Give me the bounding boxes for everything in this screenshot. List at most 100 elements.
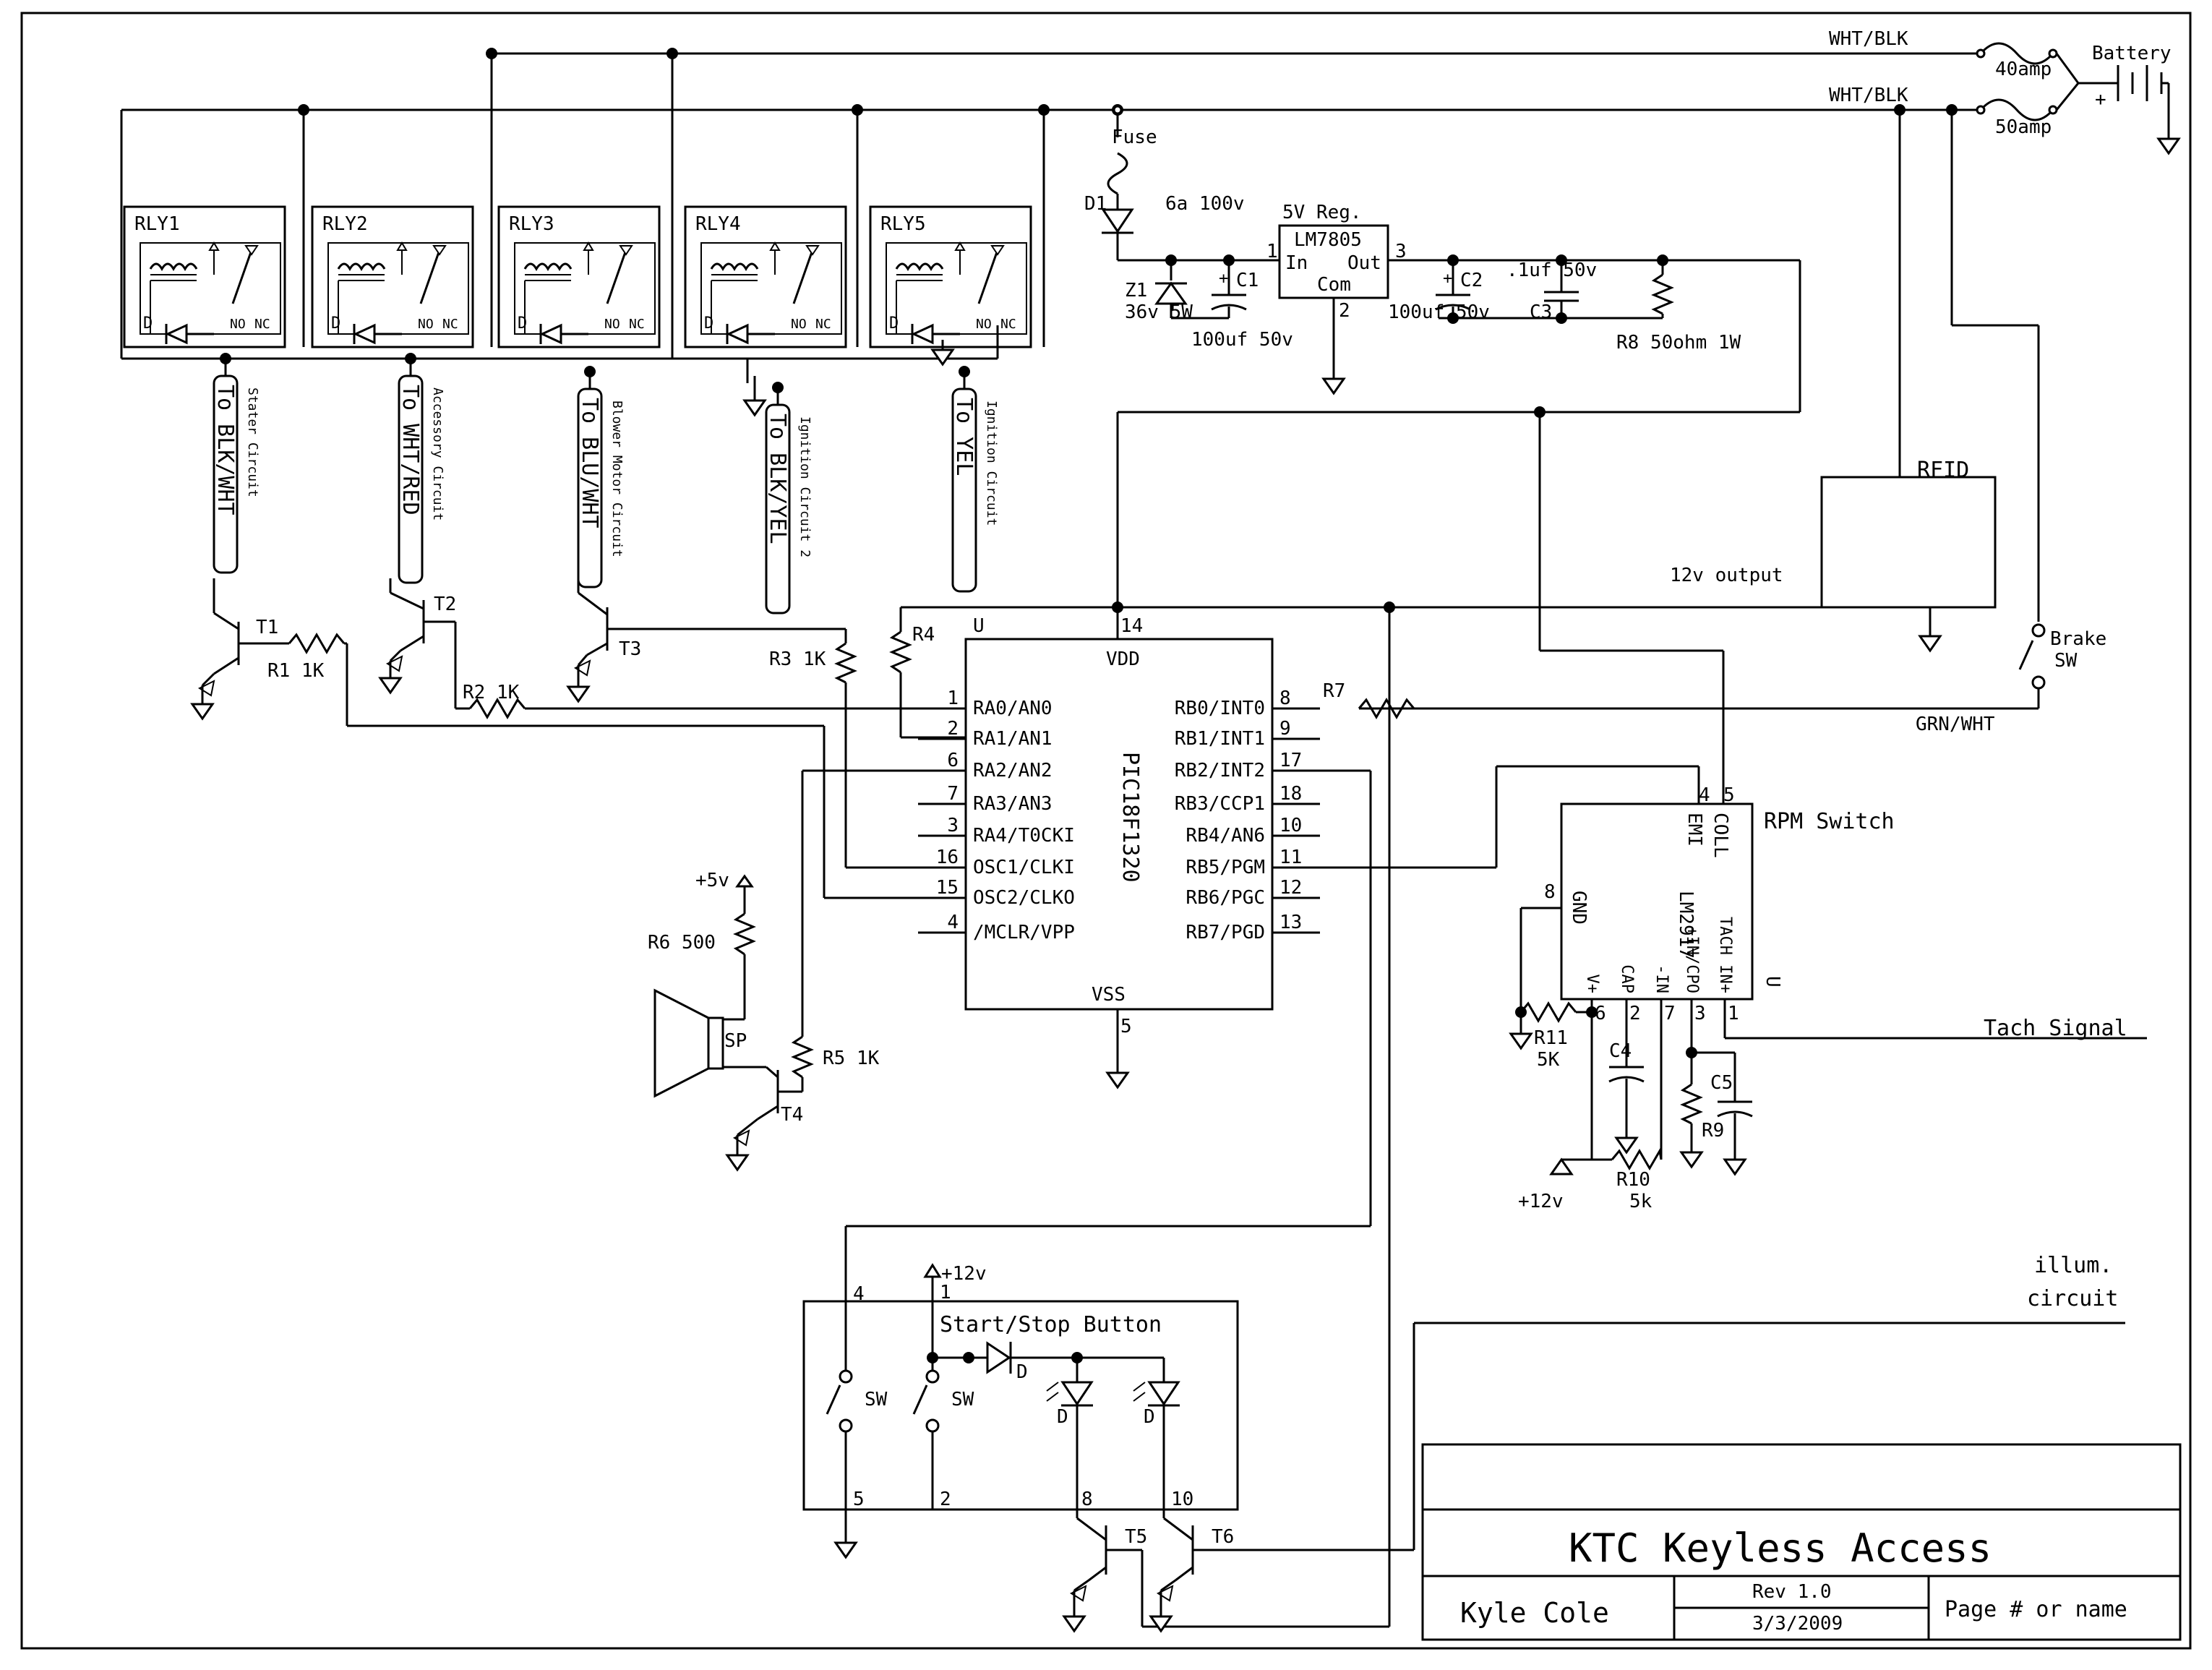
mcu-pin-name: RA1/AN1	[973, 728, 1053, 750]
reg-in: In	[1285, 252, 1308, 274]
mcu-pin-number: 3	[947, 815, 959, 836]
relay-no-label: NO	[604, 317, 620, 332]
mcu-pin-name: RA3/AN3	[973, 793, 1053, 815]
relay-circuit-label: Accessory Circuit	[430, 387, 445, 521]
r2-label: R2 1K	[463, 682, 520, 703]
r10-label: R10	[1616, 1169, 1650, 1191]
z1-value: 36v 5W	[1125, 301, 1193, 323]
rpm-pin-number: 2	[1629, 1003, 1641, 1024]
mcu-pin-number: 9	[1279, 718, 1291, 740]
mcu-pin-name: /MCLR/VPP	[973, 922, 1075, 943]
r11-value: 5K	[1537, 1049, 1560, 1071]
fuse-label: Fuse	[1112, 127, 1157, 148]
c1-plus: +	[1219, 270, 1228, 288]
mcu-pin-name: RB0/INT0	[1175, 698, 1265, 719]
rfid-output: 12v output	[1670, 565, 1783, 586]
date-text: 3/3/2009	[1752, 1613, 1843, 1635]
illum-line1: illum.	[2034, 1253, 2112, 1278]
rpm-pin8: 8	[1544, 881, 1556, 903]
mcu-pin-name: OSC1/CLKI	[973, 857, 1075, 878]
t6-label: T6	[1212, 1526, 1234, 1548]
rpm-pin-bottom: V+6	[1583, 975, 1606, 1025]
mcu-vdd-pin: 14	[1120, 615, 1143, 637]
relay-no-label: NO	[230, 317, 246, 332]
r3-label: R3 1K	[769, 648, 826, 670]
rpm-pin-number: 1	[1728, 1003, 1739, 1024]
mcu-pin-number: 4	[947, 912, 959, 933]
relay-d-label: D	[143, 314, 153, 333]
relay-label: RLY3	[509, 213, 554, 235]
relay-nc-label: NC	[815, 317, 831, 332]
relay-nc-label: NC	[1000, 317, 1016, 332]
button-d3: D	[1144, 1406, 1155, 1428]
brake-label: Brake	[2050, 628, 2106, 650]
relay-label: RLY2	[322, 213, 368, 235]
t5-label: T5	[1125, 1526, 1147, 1548]
fuse-40-label: 40amp	[1995, 59, 2052, 80]
c3-value: .1uf 50v	[1506, 260, 1597, 281]
relay-wiring	[121, 325, 999, 416]
mcu-pin-left: 2 RA1/AN1	[918, 718, 1053, 750]
relay-d-label: D	[331, 314, 340, 333]
relay-d-label: D	[518, 314, 527, 333]
author-text: Kyle Cole	[1460, 1597, 1609, 1629]
rpm-pin-name: V+	[1583, 975, 1601, 994]
relay-nc-label: NC	[442, 317, 458, 332]
rpm-pin-bottom: CAP 2	[1618, 964, 1641, 1024]
page-text: Page # or name	[1945, 1597, 2127, 1622]
relay-wire-label: To BLU/WHT	[577, 398, 602, 528]
sp-label: SP	[724, 1030, 747, 1052]
button-title: Start/Stop Button	[940, 1312, 1162, 1337]
relay-no-label: NO	[418, 317, 434, 332]
relay-wire-label: To BLK/YEL	[765, 414, 790, 544]
button-pin5: 5	[853, 1489, 865, 1510]
mcu-pin-name: RB7/PGD	[1186, 922, 1265, 943]
mcu-pin-number: 11	[1279, 847, 1302, 868]
reg-part: LM7805	[1294, 229, 1362, 251]
reg-pin3: 3	[1395, 241, 1407, 262]
relay-wire-label: To BLK/WHT	[213, 385, 238, 515]
c1-value: 100uf 50v	[1191, 329, 1293, 351]
rev-text: Rev 1.0	[1752, 1581, 1832, 1603]
mcu-pin-number: 7	[947, 783, 959, 805]
r10-plus12: +12v	[1518, 1191, 1564, 1212]
brake-sw-label: SW	[2054, 650, 2078, 672]
wire-label-mid: WHT/BLK	[1829, 85, 1908, 106]
relay-no-label: NO	[791, 317, 807, 332]
mcu-pin-name: RB4/AN6	[1186, 825, 1265, 847]
mcu-pin-number: 2	[947, 718, 959, 740]
d1-value: 6a 100v	[1165, 193, 1245, 215]
button-sw2: SW	[951, 1389, 974, 1410]
relay-nc-label: NC	[629, 317, 645, 332]
button-pin2: 2	[940, 1489, 951, 1510]
rpm-pin-bottom: TACH IN+1	[1716, 917, 1739, 1024]
relay-circuit-label: Ignition Circuit	[984, 401, 999, 526]
mcu-pin-name: RA0/AN0	[973, 698, 1053, 719]
mcu-pin-number: 1	[947, 688, 959, 709]
rpm-pin4: 4	[1699, 784, 1710, 806]
rpm-pin-name: CAP	[1618, 964, 1636, 993]
mcu-pin-number: 16	[936, 847, 959, 868]
brake-wire: GRN/WHT	[1916, 714, 1995, 735]
rpm-gnd: GND	[1568, 891, 1590, 925]
rpm-part: LM2917	[1675, 891, 1697, 959]
r6-label: R6 500	[648, 932, 716, 954]
mcu-pin-number: 12	[1279, 877, 1302, 899]
c2-label: C2	[1460, 270, 1483, 291]
regulator-section: Fuse D1 6a 100v Z1 36v 5W + C1 100uf 50v…	[1084, 105, 1801, 651]
t1-label: T1	[256, 617, 278, 638]
t3-label: T3	[619, 638, 641, 660]
reg-pin2: 2	[1339, 300, 1350, 322]
mcu-u: U	[973, 615, 985, 637]
start-stop-button: Start/Stop Button +12v 1 4 SW 5 SW 2 D D	[802, 1263, 2125, 1632]
